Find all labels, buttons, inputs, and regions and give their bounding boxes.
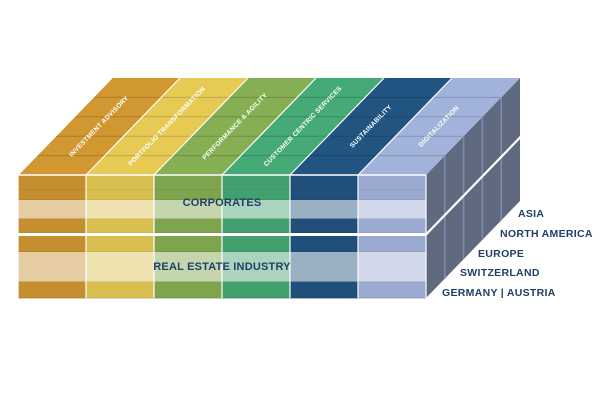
front-band-cell xyxy=(86,252,154,282)
front-cell xyxy=(222,175,290,190)
front-cell xyxy=(222,190,290,200)
front-cell xyxy=(154,190,222,200)
service-top-strip xyxy=(86,78,248,175)
cube-top-face xyxy=(17,77,520,176)
front-band-cell xyxy=(18,200,86,219)
front-band-cell xyxy=(358,200,426,219)
front-band-cell xyxy=(154,200,222,219)
side-block xyxy=(426,139,520,298)
front-cell xyxy=(86,236,154,252)
front-cell xyxy=(222,282,290,298)
front-cell xyxy=(358,219,426,233)
front-cell xyxy=(290,236,358,252)
front-cell xyxy=(18,190,86,200)
top-column-divider xyxy=(289,77,385,176)
service-top-strip xyxy=(18,78,180,175)
front-cell xyxy=(154,219,222,233)
cube-side-face xyxy=(426,78,520,298)
front-cell xyxy=(18,175,86,190)
front-band-cell xyxy=(290,200,358,219)
region-label-switzerland: SWITZERLAND xyxy=(460,267,540,279)
front-band-cell xyxy=(290,252,358,282)
service-top-strip xyxy=(154,78,316,175)
front-cell xyxy=(358,190,426,200)
region-label-north-america: NORTH AMERICA xyxy=(500,228,593,240)
side-block xyxy=(426,78,520,233)
front-cell xyxy=(18,236,86,252)
front-cell xyxy=(358,282,426,298)
front-band-cell xyxy=(222,252,290,282)
front-cell xyxy=(222,219,290,233)
front-cell xyxy=(290,175,358,190)
front-cell xyxy=(290,282,358,298)
cube-front-face xyxy=(17,174,427,299)
front-cell xyxy=(290,190,358,200)
front-band-cell xyxy=(358,252,426,282)
front-cell xyxy=(86,190,154,200)
front-cell xyxy=(154,175,222,190)
front-band-cell xyxy=(222,200,290,219)
service-top-strip xyxy=(290,78,452,175)
front-band-cell xyxy=(154,252,222,282)
region-label-germany-austria: GERMANY | AUSTRIA xyxy=(442,287,556,299)
region-label-asia: ASIA xyxy=(518,208,545,220)
front-cell xyxy=(86,282,154,298)
front-cell xyxy=(290,219,358,233)
top-column-divider xyxy=(153,77,249,176)
front-cell xyxy=(18,219,86,233)
service-top-strip xyxy=(358,78,520,175)
front-cell xyxy=(86,175,154,190)
service-top-strip xyxy=(222,78,384,175)
front-cell xyxy=(222,236,290,252)
top-column-divider xyxy=(85,77,181,176)
region-label-europe: EUROPE xyxy=(478,248,525,260)
front-cell xyxy=(18,282,86,298)
front-cell xyxy=(358,236,426,252)
top-column-divider xyxy=(357,77,453,176)
top-column-divider xyxy=(17,77,113,176)
front-band-cell xyxy=(86,200,154,219)
top-column-divider xyxy=(221,77,317,176)
front-cell xyxy=(154,282,222,298)
band-label-real-estate: REAL ESTATE INDUSTRY xyxy=(153,261,291,273)
front-cell xyxy=(154,236,222,252)
band-label-corporates: CORPORATES xyxy=(182,197,262,209)
front-cell xyxy=(86,219,154,233)
front-band-cell xyxy=(18,252,86,282)
side-gap xyxy=(426,136,520,236)
front-cell xyxy=(358,175,426,190)
front-gap xyxy=(18,233,426,236)
